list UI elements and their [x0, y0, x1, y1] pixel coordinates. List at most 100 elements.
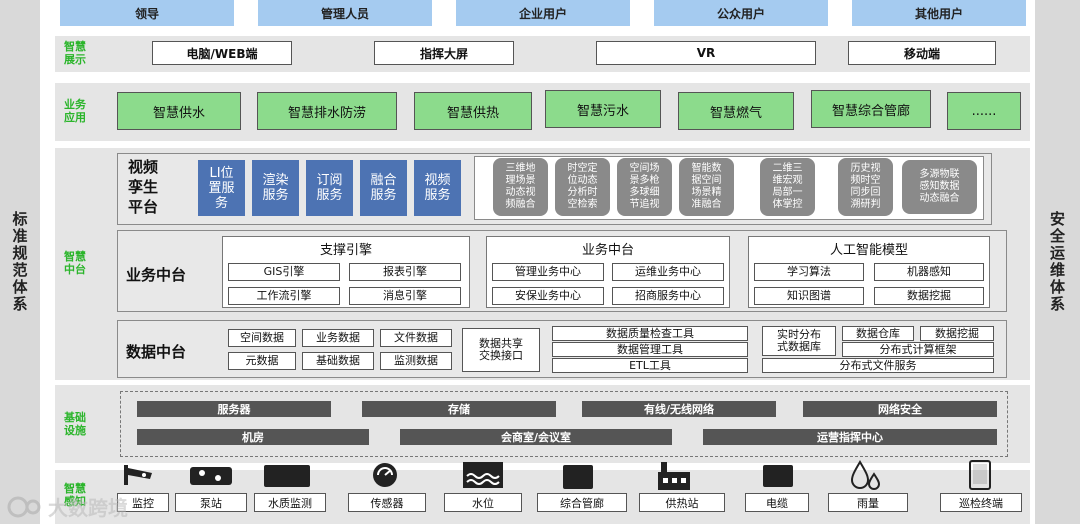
investment-center: 招商服务中心 [612, 287, 724, 305]
user-other: 其他用户 [852, 0, 1026, 26]
sense-water-quality: 水质监测 [254, 493, 326, 512]
water-quality-icon [264, 465, 310, 487]
cable-icon [763, 465, 793, 487]
twin-cap-iot: 多源物联感知数据动态融合 [902, 160, 977, 214]
data-mining-store: 数据挖掘 [920, 326, 994, 341]
standards-label: 标准规范体系 [10, 211, 29, 313]
twin-cap-2d3d: 二维三维宏观局部一体掌控 [760, 158, 815, 216]
realtime-db: 实时分布式数据库 [762, 326, 836, 356]
sense-water-level: 水位 [444, 493, 522, 512]
security-center: 安保业务中心 [492, 287, 604, 305]
app-gas: 智慧燃气 [678, 92, 794, 130]
support-engine-title: 支撑引擎 [319, 243, 372, 258]
biz-center-title: 业务中台 [581, 243, 634, 258]
display-big-screen: 指挥大屏 [374, 41, 514, 65]
watermark-logo-icon [7, 496, 41, 517]
sense-pump-station: 泵站 [175, 493, 247, 512]
infra-label: 基础设施 [64, 411, 86, 437]
sense-inspection-terminal: 巡检终端 [940, 493, 1022, 512]
twin-cap-3d-scene: 三维地理场景动态视频融合 [493, 158, 548, 216]
display-web: 电脑/WEB端 [152, 41, 292, 65]
sense-heating-station: 供热站 [639, 493, 725, 512]
watermark-text: 大数跨境 [48, 496, 128, 520]
user-public: 公众用户 [654, 0, 828, 26]
twin-location-service: LI位置服务 [198, 160, 245, 216]
sensor-icon [370, 462, 400, 488]
gis-engine: GIS引擎 [228, 263, 340, 281]
infra-band [55, 385, 1030, 463]
display-vr: VR [596, 41, 816, 65]
message-engine: 消息引擎 [349, 287, 461, 305]
twin-video-service: 视频服务 [414, 160, 461, 216]
app-heating: 智慧供热 [414, 92, 532, 130]
app-sewage: 智慧污水 [545, 90, 661, 128]
file-service: 分布式文件服务 [762, 358, 994, 373]
app-more: ...... [947, 92, 1021, 130]
business-data: 业务数据 [302, 329, 374, 347]
tablet-icon [968, 460, 992, 490]
biz-title: 业务中台 [126, 266, 187, 284]
sense-rain: 雨量 [828, 493, 908, 512]
infra-command-center: 运营指挥中心 [703, 429, 997, 445]
pipe-gallery-icon [563, 465, 593, 489]
sense-cable: 电缆 [745, 493, 809, 512]
infra-network: 有线/无线网络 [582, 401, 776, 417]
file-data: 文件数据 [380, 329, 452, 347]
sense-label: 智慧感知 [64, 482, 86, 508]
infra-meeting-room: 会商室/会议室 [400, 429, 672, 445]
data-mining: 数据挖掘 [874, 287, 984, 305]
camera-icon [124, 465, 154, 485]
twin-subscribe-service: 订阅服务 [306, 160, 353, 216]
sense-monitor: 监控 [117, 493, 169, 512]
etl-tool: ETL工具 [552, 358, 748, 373]
mgmt-center: 管理业务中心 [492, 263, 604, 281]
app-drainage: 智慧排水防涝 [257, 92, 397, 130]
sense-sensor: 传感器 [348, 493, 426, 512]
watermark: 大数跨境 [6, 492, 128, 521]
infra-server: 服务器 [137, 401, 331, 417]
security-ops-column: 安全运维体系 [1035, 0, 1080, 524]
report-engine: 报表引擎 [349, 263, 461, 281]
apps-label: 业务应用 [64, 98, 86, 124]
spatial-data: 空间数据 [228, 329, 296, 347]
heating-station-icon [657, 462, 693, 490]
twin-cap-playback: 历史视频时空同步回溯研判 [838, 158, 893, 216]
ai-model-title: 人工智能模型 [829, 243, 908, 258]
video-twin-title: 视频孪生平台 [128, 158, 159, 216]
infra-storage: 存储 [362, 401, 556, 417]
pump-icon [190, 465, 232, 485]
middle-label: 智慧中台 [64, 250, 86, 276]
twin-cap-tracking: 空间场景多枪多球细节追视 [617, 158, 672, 216]
display-mobile: 移动端 [848, 41, 996, 65]
machine-perception: 机器感知 [874, 263, 984, 281]
twin-fusion-service: 融合服务 [360, 160, 407, 216]
data-share-interface: 数据共享交换接口 [462, 328, 540, 372]
twin-cap-fusion: 智能数据空间场景精准融合 [679, 158, 734, 216]
app-water-supply: 智慧供水 [117, 92, 241, 130]
meta-data: 元数据 [228, 352, 296, 370]
water-level-icon [463, 462, 503, 488]
standards-column: 标准规范体系 [0, 0, 40, 524]
learning-algo: 学习算法 [754, 263, 864, 281]
user-enterprise: 企业用户 [456, 0, 630, 26]
twin-render-service: 渲染服务 [252, 160, 299, 216]
base-data: 基础数据 [302, 352, 374, 370]
compute-framework: 分布式计算框架 [842, 342, 994, 357]
quality-tool: 数据质量检查工具 [552, 326, 748, 341]
rain-icon [848, 460, 884, 490]
user-leaders: 领导 [60, 0, 234, 26]
data-mgmt-tool: 数据管理工具 [552, 342, 748, 357]
data-title: 数据中台 [126, 343, 187, 361]
infra-machine-room: 机房 [137, 429, 369, 445]
user-managers: 管理人员 [258, 0, 432, 26]
sense-pipe-gallery: 综合管廊 [537, 493, 627, 512]
knowledge-graph: 知识图谱 [754, 287, 864, 305]
data-warehouse: 数据仓库 [842, 326, 914, 341]
display-label: 智慧展示 [64, 40, 86, 66]
infra-dashed-frame [120, 391, 1008, 457]
workflow-engine: 工作流引擎 [228, 287, 340, 305]
ops-center: 运维业务中心 [612, 263, 724, 281]
monitor-data: 监测数据 [380, 352, 452, 370]
infra-network-security: 网络安全 [803, 401, 997, 417]
app-pipe-gallery: 智慧综合管廊 [811, 90, 931, 128]
